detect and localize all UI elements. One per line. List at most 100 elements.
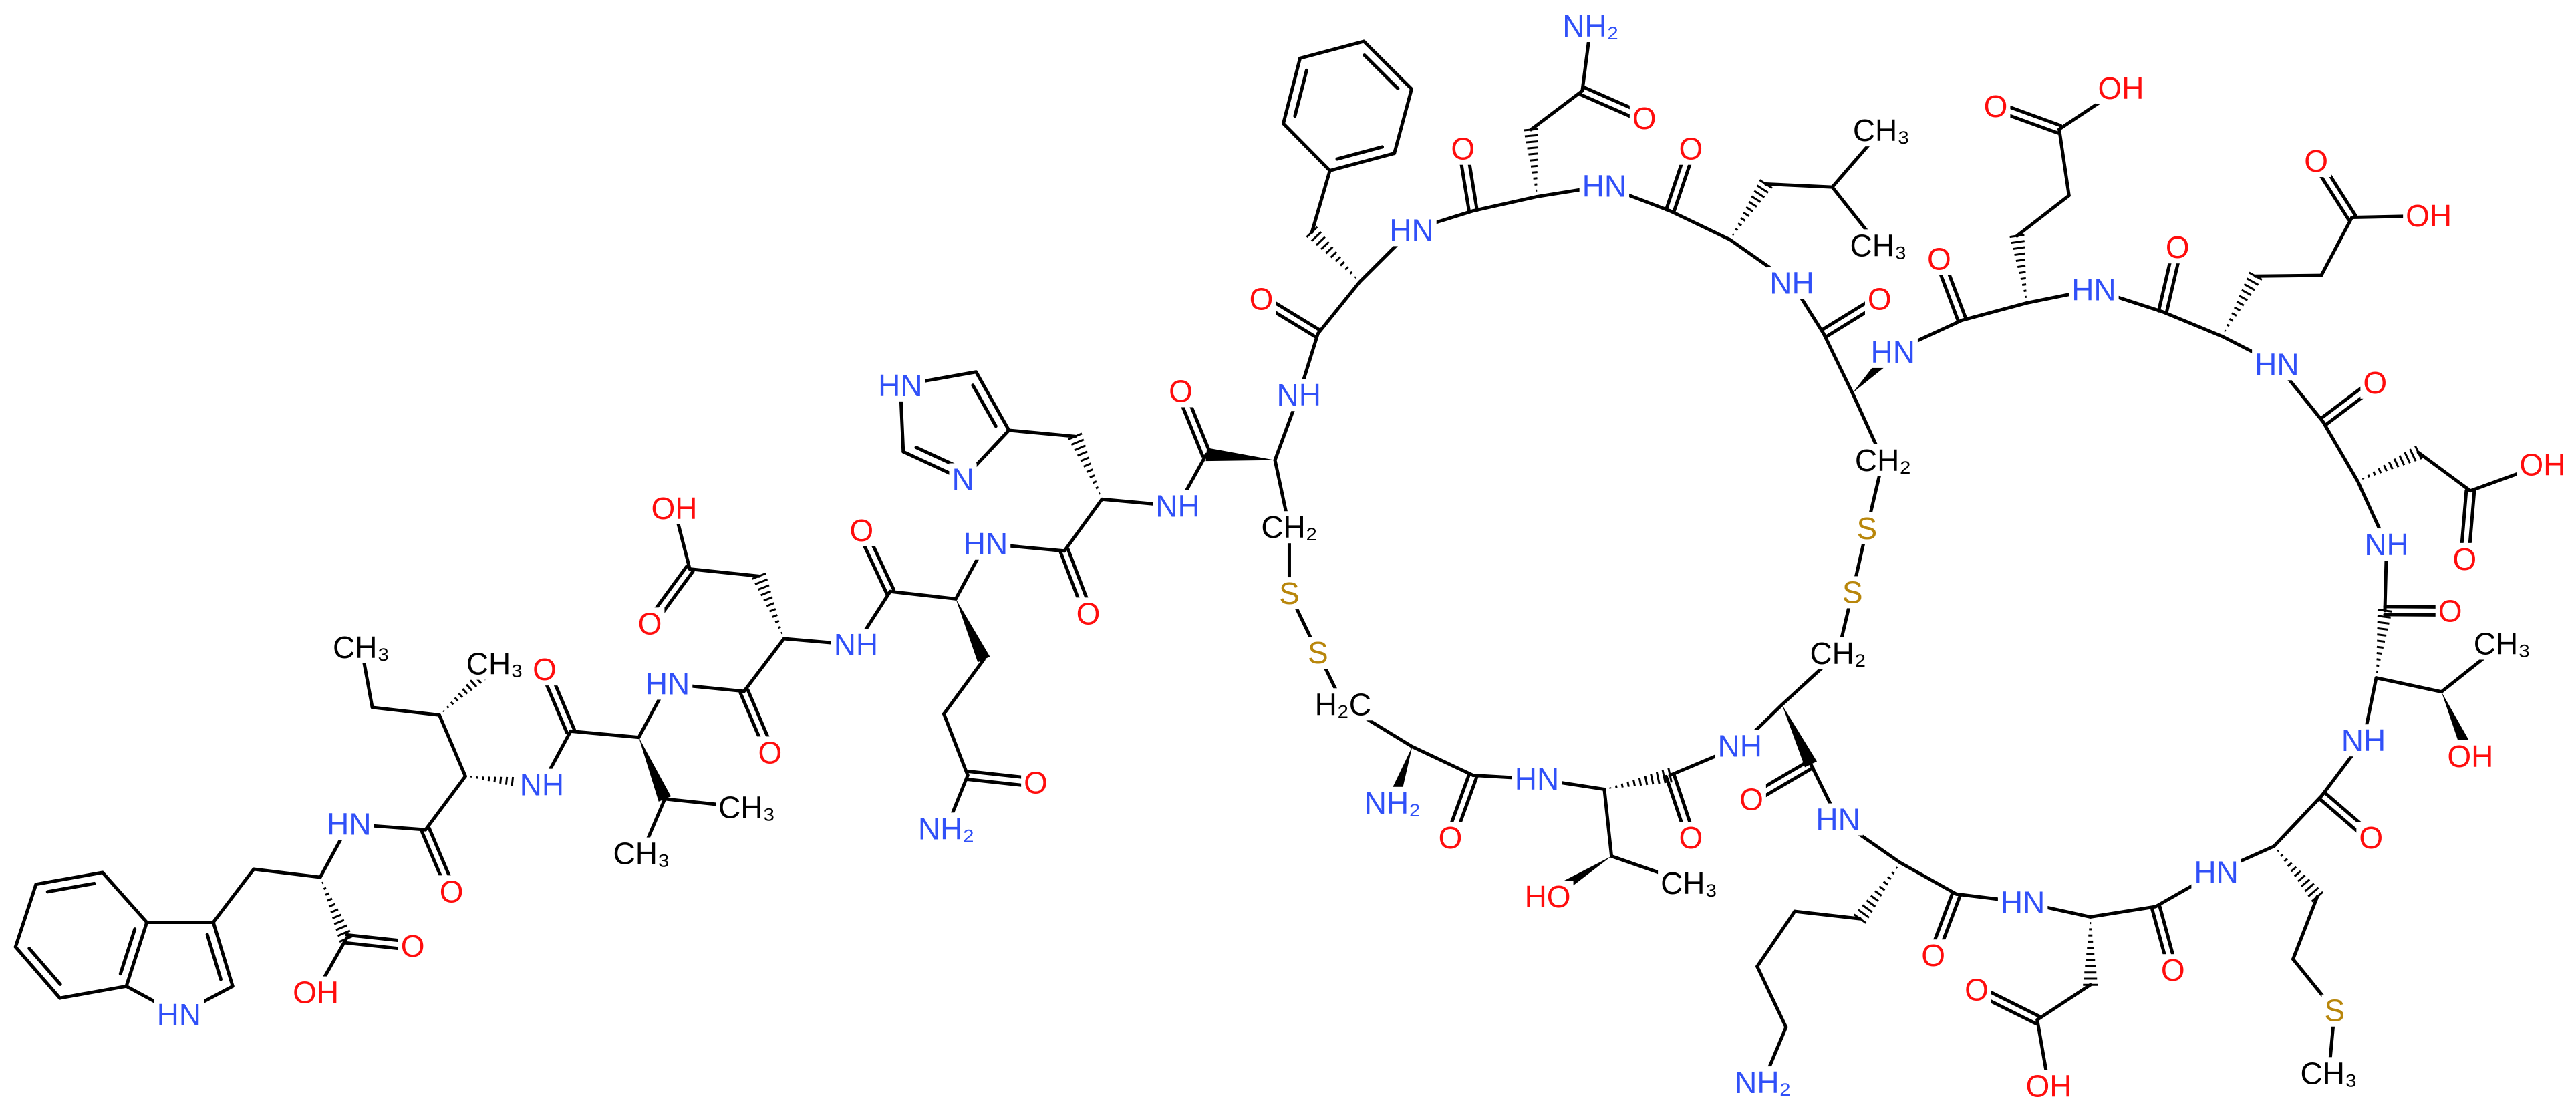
hash-line	[1349, 271, 1353, 275]
label-mask	[2191, 856, 2241, 889]
label-mask	[1864, 283, 1894, 315]
hash-line	[1334, 256, 1342, 263]
hash-line	[2398, 455, 2406, 466]
hash-line	[1737, 222, 1742, 226]
hash-line	[1743, 211, 1750, 217]
hash-line	[337, 929, 351, 937]
hash-line	[330, 908, 339, 914]
label-mask	[1153, 490, 1203, 522]
single-bond	[2015, 194, 2071, 238]
atom-label: HN	[327, 807, 371, 842]
hash-line	[454, 697, 459, 702]
hash-line	[2376, 639, 2386, 643]
atom-label: HN	[964, 526, 1008, 561]
atom-cys3-nh: HN	[1813, 802, 1863, 837]
hash-line	[2307, 887, 2319, 897]
atom-leu-o: O	[1864, 282, 1894, 317]
atom-phe-o: O	[1246, 282, 1276, 317]
hashed-wedge-bond	[2277, 849, 2324, 903]
atom-asp2-oh: OH	[2517, 448, 2569, 482]
hash-line	[2393, 458, 2400, 468]
single-bond	[1960, 301, 2029, 322]
atom-ile-o: O	[436, 874, 466, 909]
atom-cys2-nh: HN	[1512, 762, 1562, 796]
atom-label: O	[758, 735, 782, 770]
atom-trp-nh: HN	[324, 807, 374, 842]
atom-val-me1: CH₃	[716, 790, 778, 825]
atom-label: OH	[293, 975, 339, 1010]
hashed-wedge-bond	[752, 572, 783, 635]
label-mask	[1676, 132, 1706, 165]
atom-label: NH₂	[1562, 9, 1618, 43]
single-bond	[2035, 983, 2092, 1022]
hash-line	[446, 705, 450, 709]
atom-label: HN	[157, 997, 201, 1032]
label-mask	[1981, 90, 2011, 122]
atom-label: O	[1632, 101, 1657, 136]
atom-glu1-o2: O	[1981, 89, 2011, 124]
single-bond	[2291, 895, 2319, 961]
atom-asp1-oh: OH	[648, 491, 700, 526]
atom-label: HN	[2194, 854, 2238, 889]
hash-line	[1077, 450, 1088, 457]
atom-label: O	[1451, 132, 1475, 166]
atom-val-o: O	[530, 652, 559, 687]
atom-thr1-nh: NH	[1715, 728, 1765, 763]
hash-line	[1626, 781, 1630, 788]
hash-line	[2015, 259, 2025, 263]
atom-label: HN	[1582, 168, 1626, 203]
single-bond	[2319, 215, 2354, 277]
hash-line	[1532, 171, 1538, 174]
hash-line	[1092, 480, 1097, 484]
atom-his-hn: HN	[875, 368, 925, 403]
atom-label: OH	[651, 491, 697, 526]
label-mask	[2069, 273, 2119, 306]
label-mask	[1560, 10, 1622, 43]
atom-ile-me: CH₃	[463, 647, 526, 681]
atom-cys2-o: O	[1435, 820, 1465, 855]
hashed-wedge-bond	[1068, 432, 1101, 495]
aromatic-bond	[974, 370, 1011, 432]
atom-trp-oh: OH	[290, 975, 342, 1010]
atom-s3: S	[1854, 511, 1880, 546]
hash-line	[1745, 206, 1754, 212]
label-mask	[610, 837, 673, 870]
single-bond	[2253, 273, 2323, 278]
atom-label: OH	[2406, 198, 2452, 233]
atom-met-me: CH₃	[2297, 1056, 2360, 1090]
hash-line	[450, 701, 454, 705]
atom-label: O	[440, 874, 464, 909]
label-mask	[324, 808, 374, 840]
atom-lys-o: O	[1918, 938, 1949, 973]
atom-label: O	[1024, 766, 1048, 800]
hash-line	[2377, 621, 2390, 625]
hash-line	[1632, 779, 1636, 787]
hash-line	[323, 887, 327, 890]
hashed-wedge-bond	[2224, 271, 2263, 332]
atom-glu2-o: O	[2162, 230, 2192, 265]
single-bond	[1822, 331, 1854, 395]
atom-asp3-oh: OH	[2023, 1069, 2075, 1104]
label-mask	[1658, 866, 1721, 899]
hash-line	[469, 679, 478, 688]
label-mask	[831, 629, 881, 661]
hash-line	[1074, 444, 1087, 452]
atom-lys-nh2: NH₂	[1732, 1065, 1794, 1100]
atom-label: HN	[878, 368, 922, 403]
label-mask	[2362, 528, 2412, 561]
label-mask	[1732, 1066, 1794, 1099]
single-bond	[1755, 965, 1788, 1029]
hash-line	[462, 688, 468, 695]
hash-line	[1344, 266, 1349, 271]
hash-line	[1533, 177, 1538, 180]
label-mask	[648, 492, 700, 524]
atom-label: O	[2363, 365, 2387, 400]
hash-line	[2378, 468, 2382, 474]
wedge-bond	[1205, 448, 1276, 462]
label-mask	[1579, 170, 1630, 202]
hash-line	[333, 919, 345, 925]
hash-line	[1320, 241, 1330, 251]
atom-glu2-o2: O	[2301, 144, 2331, 178]
hash-line	[2362, 477, 2365, 480]
